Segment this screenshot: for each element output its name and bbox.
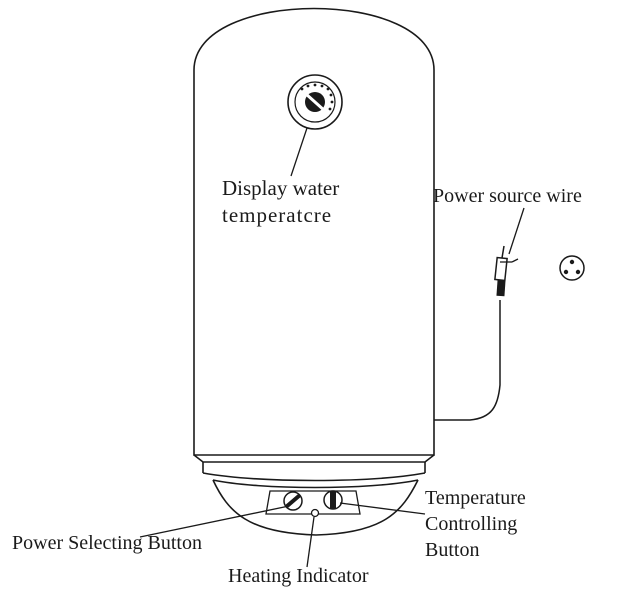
power-selecting-leader-line	[139, 505, 290, 538]
socket-icon	[559, 255, 585, 281]
display-leader-line	[290, 127, 308, 177]
display-label-line-1: Display water	[222, 176, 339, 200]
heating-indicator-lamp	[310, 508, 320, 518]
water-heater-tank	[193, 7, 435, 482]
power-selecting-label: Power Selecting Button	[12, 532, 202, 554]
temperature-button-label-line-2: Controlling	[425, 513, 517, 535]
temperature-knob-icon	[323, 490, 343, 510]
plug-icon	[494, 245, 519, 297]
power-cord	[434, 300, 501, 421]
temperature-button-label-line-3: Button	[425, 539, 479, 561]
temperature-button-leader-line	[339, 502, 426, 515]
display-label-line-2: temperatcre	[222, 203, 332, 227]
heating-indicator-label: Heating Indicator	[228, 565, 369, 587]
temperature-button-label-line-1: Temperature	[425, 487, 526, 509]
power-wire-label: Power source wire	[433, 185, 582, 207]
control-housing	[212, 479, 419, 536]
heating-indicator-leader-line	[306, 516, 315, 568]
knob-icon	[283, 491, 303, 511]
thermometer-dial-icon	[287, 74, 343, 130]
power-wire-leader-line	[508, 207, 525, 255]
